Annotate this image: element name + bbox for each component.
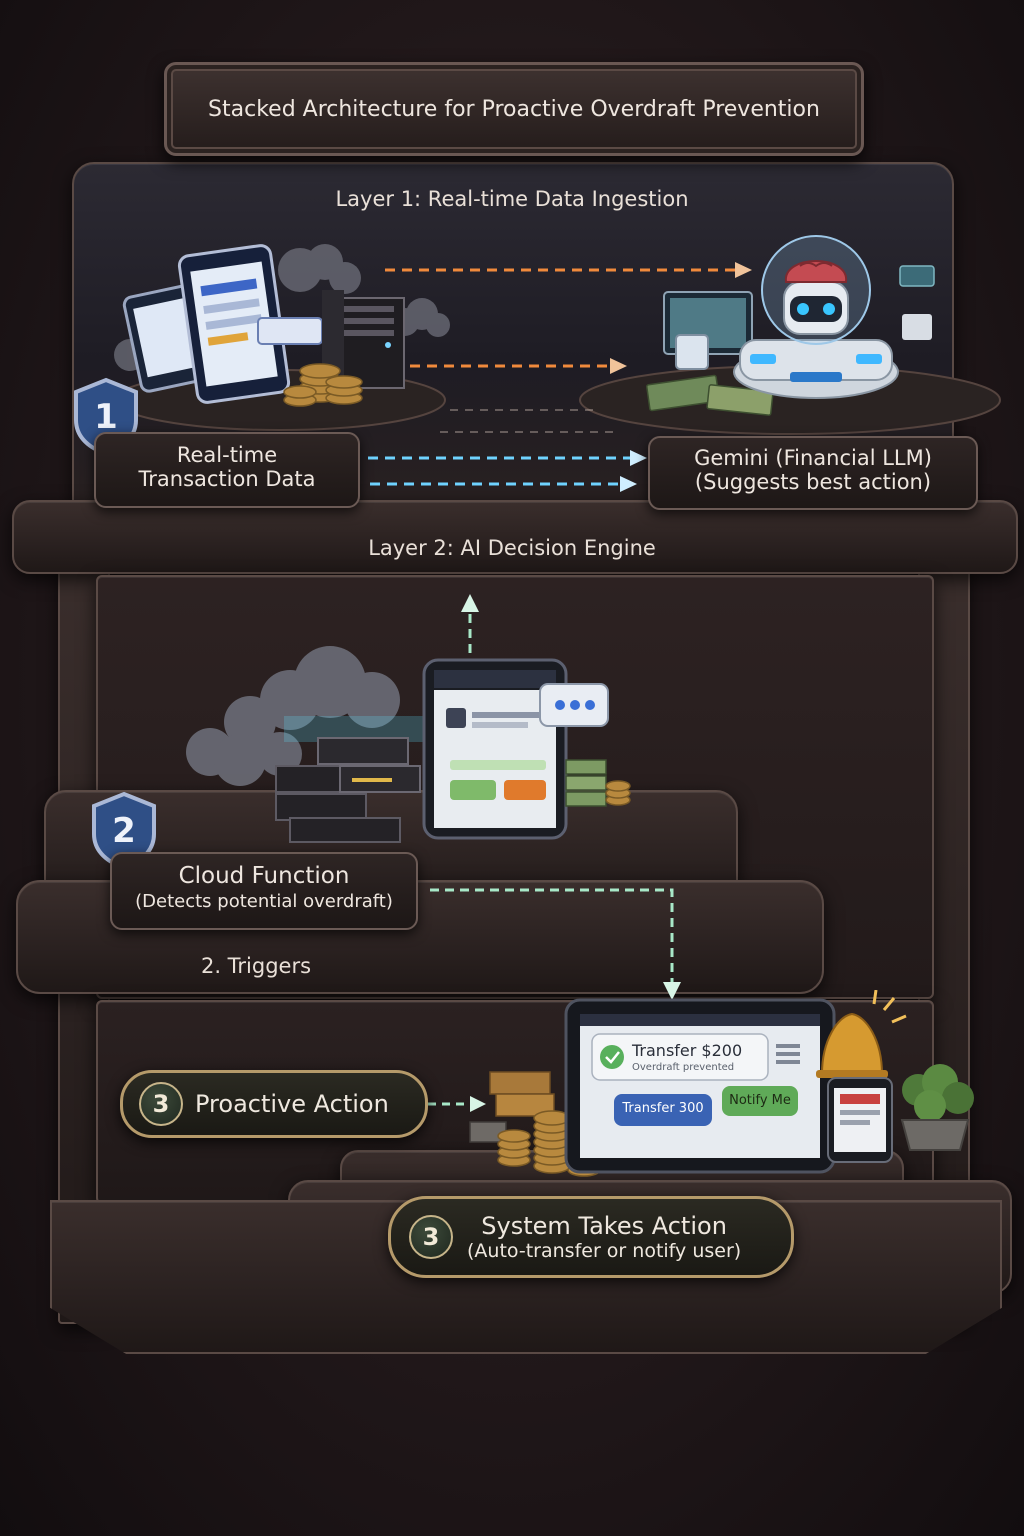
proactive-action-label: Proactive Action — [195, 1090, 389, 1118]
smartphone-icon — [827, 1077, 893, 1163]
system-action-text: System Takes Action (Auto-transfer or no… — [467, 1212, 741, 1262]
tablet-notify-button[interactable]: Notify Me — [729, 1093, 791, 1108]
transaction-line1: Real-time — [176, 443, 278, 467]
gemini-line2: (Suggests best action) — [694, 470, 932, 494]
cash-icon — [565, 759, 607, 807]
cloud-icon — [186, 646, 400, 786]
coins-icon — [283, 363, 363, 407]
cloud-function-line1: Cloud Function — [178, 863, 350, 889]
data-flow-arrow-blue-bottom — [370, 476, 637, 492]
cloud-function-line2: (Detects potential overdraft) — [135, 891, 393, 912]
layer3-illustration — [428, 990, 974, 1177]
gemini-line1: Gemini (Financial LLM) — [694, 446, 932, 470]
trigger-arrow-to-layer3 — [430, 888, 681, 1000]
shield-number-2: 2 — [112, 811, 136, 851]
up-arrow-to-layer2 — [461, 594, 479, 668]
layer2-label: Layer 2: AI Decision Engine — [368, 536, 656, 560]
layer1-label: Layer 1: Real-time Data Ingestion — [335, 187, 689, 211]
shield-number-1: 1 — [94, 397, 118, 437]
cloud-function-node: Cloud Function (Detects potential overdr… — [110, 852, 418, 930]
notification-title: Transfer $200 — [632, 1041, 743, 1060]
layer2-illustration — [186, 594, 681, 1000]
data-flow-arrow-faint — [440, 409, 620, 433]
system-action-line1: System Takes Action — [481, 1212, 727, 1240]
smartphone-icon — [122, 244, 323, 404]
notification-sub: Overdraft prevented — [632, 1062, 735, 1073]
step-number-badge: 3 — [409, 1215, 453, 1259]
robot-brain-icon — [733, 235, 899, 399]
data-flow-arrow-orange-top — [385, 262, 752, 278]
gold-bars-icon — [469, 1071, 555, 1143]
tablet-icon — [422, 658, 568, 840]
title-plate: Stacked Architecture for Proactive Overd… — [164, 62, 864, 156]
server-icon — [322, 290, 405, 389]
gemini-llm-node: Gemini (Financial LLM) (Suggests best ac… — [648, 436, 978, 510]
layer1-illustration — [114, 235, 1001, 492]
action-arrow — [428, 1096, 486, 1112]
tablet-icon — [564, 998, 836, 1174]
cash-icon — [646, 374, 774, 416]
data-flow-arrow-orange-middle — [410, 358, 627, 374]
layer1-base-slab — [12, 500, 1018, 574]
page-title: Stacked Architecture for Proactive Overd… — [208, 96, 820, 122]
proactive-action-node: 3 Proactive Action — [120, 1070, 428, 1138]
data-flow-arrow-blue-top — [368, 450, 647, 466]
system-action-line2: (Auto-transfer or notify user) — [467, 1240, 742, 1262]
coins-icon — [605, 780, 631, 806]
triggers-label: 2. Triggers — [200, 954, 312, 978]
step-number-badge: 3 — [139, 1082, 183, 1126]
transaction-line2: Transaction Data — [138, 467, 316, 491]
chat-bubble-icon — [539, 683, 609, 727]
shield-icon: 2 — [92, 791, 156, 871]
tablet-transfer-button[interactable]: Transfer 300 — [622, 1101, 704, 1116]
system-action-node: 3 System Takes Action (Auto-transfer or … — [388, 1196, 794, 1278]
plant-icon — [900, 1064, 974, 1151]
transaction-data-node: Real-time Transaction Data — [94, 432, 360, 508]
server-icon — [275, 737, 421, 843]
